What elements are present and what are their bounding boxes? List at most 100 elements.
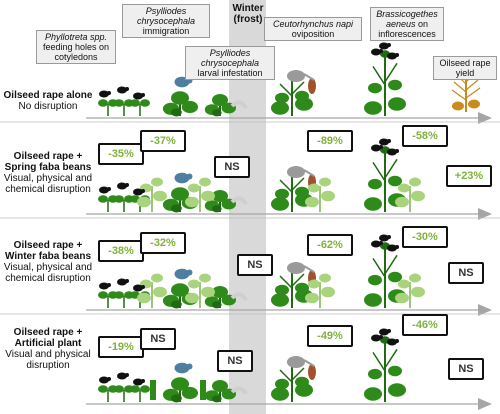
plant-branch bbox=[279, 369, 293, 383]
bean-leaf bbox=[308, 279, 320, 289]
rosette-leaf bbox=[181, 100, 198, 114]
pollen-beetle-icon bbox=[387, 338, 397, 346]
plant-branch bbox=[384, 254, 398, 275]
pollen-beetle-icon-head bbox=[387, 43, 391, 47]
flea-beetle-icon-head bbox=[107, 91, 111, 95]
plant-leaf bbox=[295, 282, 309, 294]
pollen-beetle-icon bbox=[371, 144, 381, 152]
plant-leaf bbox=[275, 92, 289, 104]
plant-branch bbox=[279, 275, 293, 289]
rosette-leaf bbox=[212, 395, 222, 403]
flea-beetle-icon-head bbox=[125, 279, 129, 283]
effect-box: -38% bbox=[98, 240, 144, 262]
timeline-arrowhead bbox=[478, 304, 492, 316]
effect-box: -37% bbox=[140, 130, 186, 152]
rosette-leaf bbox=[171, 204, 182, 213]
bean-leaf bbox=[395, 292, 409, 304]
bean-leaf bbox=[398, 183, 410, 193]
weevil-rostrum bbox=[303, 359, 315, 367]
bean-leaf bbox=[395, 196, 409, 208]
plant-leaf bbox=[364, 101, 382, 115]
plant-leaf bbox=[364, 293, 382, 307]
bean-leaf bbox=[199, 273, 211, 283]
effect-box: NS bbox=[237, 254, 273, 276]
yield-leaf bbox=[452, 101, 464, 111]
flea-beetle-icon bbox=[133, 378, 143, 386]
bean-leaf bbox=[305, 292, 319, 304]
callout-ceutorhynchus: Ceutorhynchus napi oviposition bbox=[264, 17, 362, 41]
bean-leaf bbox=[321, 286, 335, 298]
yield-pod bbox=[451, 89, 467, 101]
flea-beetle-icon-head bbox=[141, 189, 145, 193]
rosette-leaf bbox=[212, 286, 228, 298]
cotyledon-leaf bbox=[130, 99, 140, 107]
insects-layer bbox=[99, 42, 399, 396]
plant-leaf bbox=[271, 101, 289, 115]
pollen-beetle-icon bbox=[387, 148, 397, 156]
yield-pod bbox=[465, 87, 481, 99]
bean-leaf bbox=[201, 286, 215, 298]
flea-beetle-icon bbox=[99, 282, 109, 290]
pollen-beetle-icon-head bbox=[379, 241, 383, 245]
callout-brassi-species: Brassicogethes aeneus bbox=[376, 9, 438, 29]
rosette-leaf bbox=[171, 91, 189, 105]
flea-beetle-icon bbox=[133, 92, 143, 100]
plant-leaf bbox=[295, 186, 309, 198]
flea-beetle-icon bbox=[99, 376, 109, 384]
plant-leaf bbox=[368, 178, 382, 190]
weevil-icon bbox=[287, 70, 305, 82]
bean-leaf bbox=[411, 286, 425, 298]
cotyledon-leaf bbox=[140, 99, 150, 107]
plant-branch bbox=[291, 177, 305, 191]
callout-brassi-text: on inflorescences bbox=[378, 19, 436, 39]
timeline-arrows bbox=[86, 112, 492, 410]
flea-beetle-icon-head bbox=[107, 377, 111, 381]
row-title: Oilseed rape + Spring faba beans bbox=[4, 151, 92, 173]
larva-icon bbox=[230, 292, 248, 302]
pollen-beetle-icon bbox=[379, 42, 389, 50]
effect-box: -58% bbox=[402, 125, 448, 147]
callout-ceuto-text: oviposition bbox=[291, 29, 335, 39]
bean-leaf bbox=[411, 190, 425, 202]
plant-leaf bbox=[388, 383, 406, 397]
effect-box: NS bbox=[448, 262, 484, 284]
rosette-leaf bbox=[212, 94, 228, 106]
flea-beetle-icon-head bbox=[125, 373, 129, 377]
flea-beetle-icon-head bbox=[141, 93, 145, 97]
plant-leaf bbox=[271, 387, 289, 401]
bean-leaf bbox=[137, 196, 151, 208]
flea-beetle-icon-head bbox=[107, 283, 111, 287]
plant-branch bbox=[384, 348, 398, 369]
cotyledon-leaf bbox=[114, 99, 124, 107]
row-label-winter-faba: Oilseed rape + Winter faba beans Visual,… bbox=[2, 240, 94, 284]
flea-beetle-icon-head bbox=[141, 379, 145, 383]
effect-box: -49% bbox=[307, 325, 353, 347]
rosette-leaf bbox=[181, 386, 198, 400]
cotyledon-leaf bbox=[98, 195, 108, 203]
row-label-control: Oilseed rape alone No disruption bbox=[2, 90, 94, 112]
bean-leaf bbox=[185, 292, 199, 304]
bean-leaf bbox=[409, 177, 421, 187]
effect-box: NS bbox=[448, 358, 484, 380]
bean-leaf bbox=[153, 190, 167, 202]
artificial-plant bbox=[150, 380, 156, 400]
pollen-beetle-icon bbox=[371, 334, 381, 342]
bean-leaf bbox=[188, 279, 200, 289]
plant-leaf bbox=[271, 293, 289, 307]
plant-leaf bbox=[388, 97, 406, 111]
row-title: Oilseed rape alone bbox=[3, 90, 93, 101]
plant-leaf bbox=[388, 175, 402, 187]
flea-beetle-icon-head bbox=[107, 187, 111, 191]
bean-leaf bbox=[151, 273, 163, 283]
bean-leaf bbox=[188, 183, 200, 193]
rosette-leaf bbox=[212, 190, 228, 202]
weevil-icon bbox=[287, 166, 305, 178]
damaged-leaf bbox=[308, 78, 316, 94]
callout-psyl-imm-species: Psylliodes chrysocephala bbox=[136, 6, 196, 26]
bean-leaf bbox=[199, 177, 211, 187]
rosette-leaf bbox=[212, 380, 228, 392]
pollen-beetle-icon-head bbox=[395, 53, 399, 57]
effect-box: -46% bbox=[402, 314, 448, 336]
